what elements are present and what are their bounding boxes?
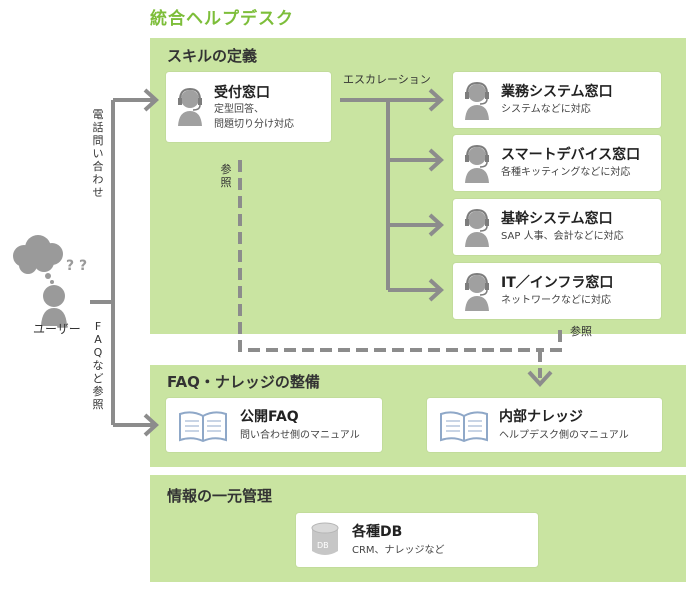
card-reception[interactable]: 受付窓口 定型回答、 問題切り分け対応 (166, 72, 331, 142)
card-title: 受付窓口 (214, 85, 270, 101)
phone-inquiry-label: 電話問い合わせ (92, 108, 104, 199)
open-book-icon (439, 410, 489, 446)
headset-person-icon (461, 143, 493, 189)
section-title-faq: FAQ・ナレッジの整備 (167, 373, 320, 391)
section-title-skill: スキルの定義 (167, 47, 258, 65)
headset-person-icon (174, 86, 206, 132)
database-icon: DB (310, 521, 340, 563)
thinking-user-icon (13, 235, 67, 326)
headset-person-icon (461, 207, 493, 253)
card-internal-knowledge[interactable]: 内部ナレッジ ヘルプデスク側のマニュアル (427, 398, 662, 452)
card-desc: ネットワークなどに対応 (501, 295, 611, 306)
section-title-info: 情報の一元管理 (167, 487, 273, 505)
card-desc-line1: 定型回答、 (214, 104, 264, 115)
card-desc: 問い合わせ側のマニュアル (240, 430, 360, 441)
database-icon-label: DB (317, 541, 329, 550)
card-it-infra[interactable]: IT／インフラ窓口 ネットワークなどに対応 (453, 263, 661, 319)
open-book-icon (178, 410, 228, 446)
card-public-faq[interactable]: 公開FAQ 問い合わせ側のマニュアル (166, 398, 382, 452)
card-desc-line2: 問題切り分け対応 (214, 119, 294, 130)
question-marks: ? ? (66, 258, 88, 274)
card-business-system[interactable]: 業務システム窓口 システムなどに対応 (453, 72, 661, 128)
card-title: 公開FAQ (240, 409, 299, 425)
escalation-label: エスカレーション (343, 73, 431, 86)
card-title: 基幹システム窓口 (501, 211, 613, 227)
card-desc: CRM、ナレッジなど (352, 545, 445, 556)
user-label: ユーザー (33, 322, 81, 336)
card-title: 業務システム窓口 (501, 84, 613, 100)
reference-label-1: 参照 (220, 163, 232, 189)
card-desc: 各種キッティングなどに対応 (501, 167, 631, 178)
headset-person-icon (461, 271, 493, 317)
page-title: 統合ヘルプデスク (150, 9, 294, 29)
card-title: 各種DB (352, 524, 403, 540)
user-figure: ? ? (6, 230, 96, 340)
reference-label-2: 参照 (570, 325, 592, 338)
card-desc: システムなどに対応 (501, 104, 591, 115)
headset-person-icon (461, 80, 493, 126)
card-title: スマートデバイス窓口 (501, 147, 641, 163)
card-title: 内部ナレッジ (499, 409, 583, 425)
card-desc: SAP 人事、会計などに対応 (501, 231, 624, 242)
card-smart-device[interactable]: スマートデバイス窓口 各種キッティングなどに対応 (453, 135, 661, 191)
card-desc: ヘルプデスク側のマニュアル (499, 430, 629, 441)
card-database[interactable]: DB 各種DB CRM、ナレッジなど (296, 513, 538, 567)
faq-reference-label: FAQなど参照 (92, 320, 104, 411)
card-title: IT／インフラ窓口 (501, 275, 614, 291)
card-core-system[interactable]: 基幹システム窓口 SAP 人事、会計などに対応 (453, 199, 661, 255)
card-desc: 定型回答、 問題切り分け対応 (214, 102, 294, 132)
